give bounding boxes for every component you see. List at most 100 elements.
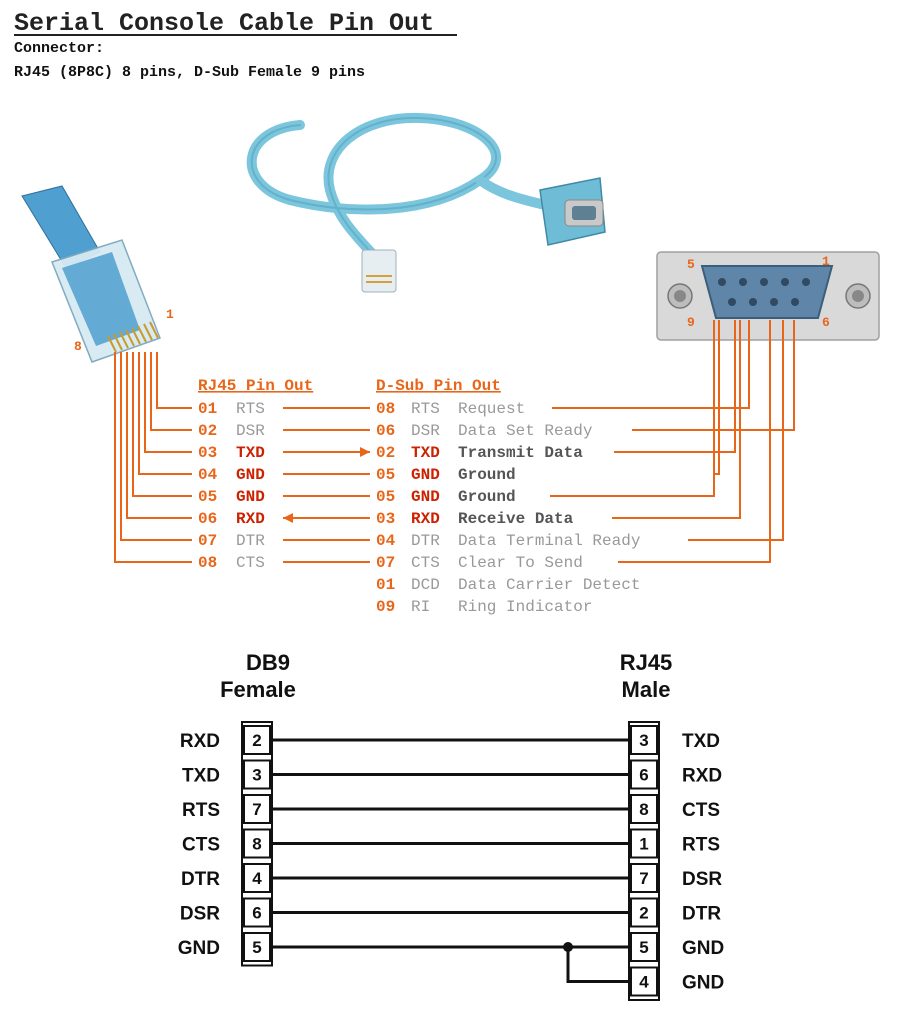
- rj45-signal-dsr: DSR: [236, 422, 265, 440]
- dsub-pin-number: 02: [376, 444, 395, 462]
- junction-dot: [563, 942, 573, 952]
- rj45-signal-dtr: DTR: [236, 532, 265, 550]
- rj45-pin-number: 1: [639, 835, 648, 854]
- db9-pin-box: [243, 932, 271, 962]
- rj45-pin-number: 08: [198, 554, 217, 572]
- dsub-signal-description: Ground: [458, 488, 516, 506]
- rj45-signal-rts: RTS: [682, 835, 720, 856]
- rj45-lead-wire: [150, 352, 192, 431]
- db9-pin-box: [243, 794, 271, 824]
- rj45-pin-block: [628, 721, 660, 1001]
- rj45-pin-number: 07: [198, 532, 217, 550]
- rj45-pin-number: 04: [198, 466, 218, 484]
- db9-pin-box: [243, 725, 271, 755]
- rj45-pin-number: 06: [198, 510, 217, 528]
- rj45-pin-number: 2: [639, 904, 648, 923]
- rj45-lead-wire: [114, 352, 192, 563]
- dsub-pin5-label: 5: [687, 257, 695, 272]
- dsub-connector-image: 5 1 9 6: [656, 251, 880, 341]
- rj45-pin-box: [630, 932, 658, 962]
- db9-pin-box: [243, 897, 271, 928]
- dsub-pin-number: 07: [376, 554, 395, 572]
- dsub-pin-number: 06: [376, 422, 395, 440]
- cable-illustration: [237, 105, 609, 307]
- dsub-lead-wire: [612, 320, 741, 519]
- rj45-lead-wire: [120, 352, 192, 541]
- db9-heading-line2: Female: [220, 677, 296, 702]
- rj45-pin-number: 8: [639, 800, 648, 819]
- rj45-lead-wire: [144, 352, 192, 453]
- dsub-pin-number: 09: [376, 598, 395, 616]
- dsub-signal-gnd: GND: [411, 488, 440, 506]
- dsub-pin-number: 04: [376, 532, 396, 550]
- rj45-signal-txd: TXD: [236, 444, 265, 462]
- db9-pin-number: 4: [252, 869, 262, 888]
- rj45-lead-wire: [156, 352, 192, 409]
- db9-pin-number: 5: [252, 938, 261, 957]
- dsub-pin-number: 05: [376, 466, 395, 484]
- page-title: Serial Console Cable Pin Out: [14, 9, 434, 38]
- dsub-signal-dsr: DSR: [411, 422, 440, 440]
- rj45-lead-wire: [138, 352, 192, 475]
- rj45-signal-rts: RTS: [236, 400, 265, 418]
- dsub-pin-number: 05: [376, 488, 395, 506]
- rj45-pin-number: 7: [639, 869, 648, 888]
- rj45-signal-dtr: DTR: [682, 904, 721, 925]
- db9-signal-dsr: DSR: [180, 904, 220, 925]
- rj45-signal-gnd: GND: [682, 938, 724, 959]
- rj45-signal-gnd: GND: [236, 488, 265, 506]
- db9-signal-dtr: DTR: [181, 869, 220, 890]
- rj45-pin-box: [630, 966, 658, 997]
- rj45-pin-number: 03: [198, 444, 217, 462]
- dsub-signal-description: Transmit Data: [458, 444, 583, 462]
- rj45-pin-box: [630, 897, 658, 928]
- dsub-signal-rxd: RXD: [411, 510, 440, 528]
- dsub-pinout-header: D-Sub Pin Out: [376, 377, 501, 395]
- rj45-signal-cts: CTS: [682, 800, 720, 821]
- db9-signal-rxd: RXD: [180, 731, 220, 752]
- rj45-pin-number: 01: [198, 400, 217, 418]
- arrow-right-icon: [360, 447, 370, 457]
- db9-pin-box: [243, 863, 271, 893]
- rj45-pin-number: 02: [198, 422, 217, 440]
- dsub-lead-wire: [614, 320, 736, 453]
- dsub-signal-dcd: DCD: [411, 576, 440, 594]
- rj45-signal-dsr: DSR: [682, 869, 722, 890]
- rj45-pin1-label: 1: [166, 307, 174, 322]
- dsub-signal-description: Data Set Ready: [458, 422, 593, 440]
- dsub-signal-description: Ground: [458, 466, 516, 484]
- rj45-pin-number: 5: [639, 938, 648, 957]
- dsub-lead-wire: [550, 320, 715, 497]
- dsub-signal-description: Ring Indicator: [458, 598, 592, 616]
- dsub-lead-wire: [688, 320, 784, 541]
- dsub-signal-description: Data Terminal Ready: [458, 532, 641, 550]
- rj45-pinout-header: RJ45 Pin Out: [198, 377, 313, 395]
- dsub-signal-ri: RI: [411, 598, 430, 616]
- dsub-signal-txd: TXD: [411, 444, 440, 462]
- dsub-lead-wire: [618, 320, 771, 563]
- rj45-pin-number: 4: [639, 973, 649, 992]
- dsub-signal-description: Receive Data: [458, 510, 574, 528]
- dsub-lead-wire: [632, 320, 795, 431]
- dsub-pin-number: 01: [376, 576, 395, 594]
- rj45-heading-line1: RJ45: [620, 650, 673, 675]
- dsub-pin6-label: 6: [822, 315, 830, 330]
- dsub-signal-cts: CTS: [411, 554, 440, 572]
- db9-signal-cts: CTS: [182, 835, 220, 856]
- arrow-left-icon: [283, 513, 293, 523]
- db9-pin-box: [243, 759, 271, 790]
- rj45-signal-rxd: RXD: [236, 510, 265, 528]
- rj45-pin-box: [630, 863, 658, 893]
- rj45-pin8-label: 8: [74, 339, 82, 354]
- rj45-signal-txd: TXD: [682, 731, 720, 752]
- rj45-signal-gnd: GND: [236, 466, 265, 484]
- dsub-signal-description: Data Carrier Detect: [458, 576, 640, 594]
- rj45-plug-image: 8 1: [21, 185, 174, 363]
- ground-bridge-wire: [566, 947, 631, 983]
- db9-pin-number: 8: [252, 835, 261, 854]
- dsub-signal-dtr: DTR: [411, 532, 440, 550]
- db9-signal-rts: RTS: [182, 800, 220, 821]
- db9-pin-number: 6: [252, 904, 261, 923]
